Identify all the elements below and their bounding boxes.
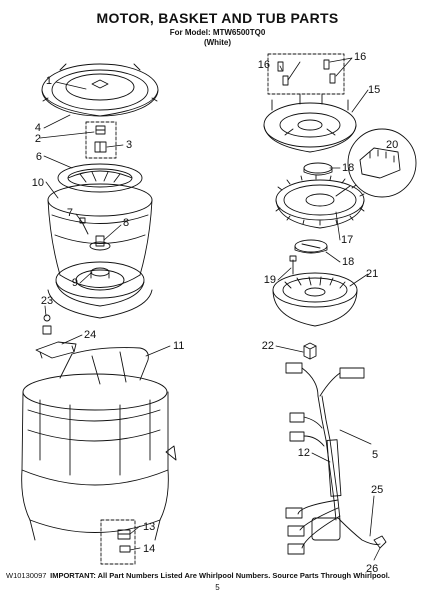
callout-13: 13 — [143, 521, 155, 533]
tub-ring-part — [41, 63, 159, 117]
model-line: For Model: MTW6500TQ0 — [169, 28, 266, 37]
callout-7: 7 — [67, 207, 73, 219]
callout-20: 20 — [386, 139, 398, 151]
callout-18-top: 18 — [342, 162, 354, 174]
bracket-part — [35, 314, 77, 359]
callout-22: 22 — [262, 340, 274, 352]
rotor-part — [272, 272, 358, 327]
callout-12: 12 — [298, 447, 310, 459]
callout-1: 1 — [46, 75, 52, 87]
agitator-top-part — [57, 163, 143, 193]
leader-lines — [39, 57, 381, 561]
wash-basket-part — [47, 183, 153, 319]
callout-26: 26 — [366, 563, 378, 575]
spacer-bottom-part — [294, 239, 328, 254]
callout-2: 2 — [35, 133, 41, 145]
wire-harness-part — [285, 362, 387, 555]
callout-15: 15 — [368, 84, 380, 96]
motor-connector-part — [335, 128, 417, 198]
fastener-part — [85, 121, 117, 159]
callout-3: 3 — [126, 139, 132, 151]
callout-19: 19 — [264, 274, 276, 286]
page-number: 5 — [215, 583, 220, 592]
outer-tub-part — [21, 347, 177, 541]
callout-21: 21 — [366, 268, 378, 280]
footer-note: IMPORTANT: All Part Numbers Listed Are W… — [50, 571, 390, 580]
callout-18-bottom: 18 — [342, 256, 354, 268]
rotor-gear-part — [275, 174, 365, 229]
callout-17: 17 — [341, 234, 353, 246]
callout-11: 11 — [173, 340, 184, 352]
stator-housing-part — [263, 93, 357, 153]
diagram-title: MOTOR, BASKET AND TUB PARTS — [96, 10, 339, 26]
callout-5: 5 — [372, 449, 378, 461]
tub-clip-part — [100, 519, 136, 565]
pins-part — [267, 53, 345, 95]
hex-nut-part — [303, 342, 317, 360]
callout-9: 9 — [72, 277, 78, 289]
callout-14: 14 — [143, 543, 155, 555]
callout-10: 10 — [32, 177, 44, 189]
callout-labels: 1 2 3 4 5 6 7 8 9 10 11 12 13 14 15 16 1… — [32, 51, 399, 575]
callout-23: 23 — [41, 295, 53, 307]
motor-bolt-part — [289, 255, 297, 275]
color-line: (White) — [203, 38, 232, 47]
callout-4: 4 — [35, 122, 41, 134]
callout-16-left: 16 — [258, 59, 270, 71]
spacer-top-part — [303, 162, 333, 176]
callout-16-right: 16 — [354, 51, 366, 63]
callout-25: 25 — [371, 484, 383, 496]
callout-24: 24 — [84, 329, 96, 341]
callout-8: 8 — [123, 217, 129, 229]
document-code: W10130097 — [6, 571, 47, 580]
callout-6: 6 — [36, 151, 42, 163]
